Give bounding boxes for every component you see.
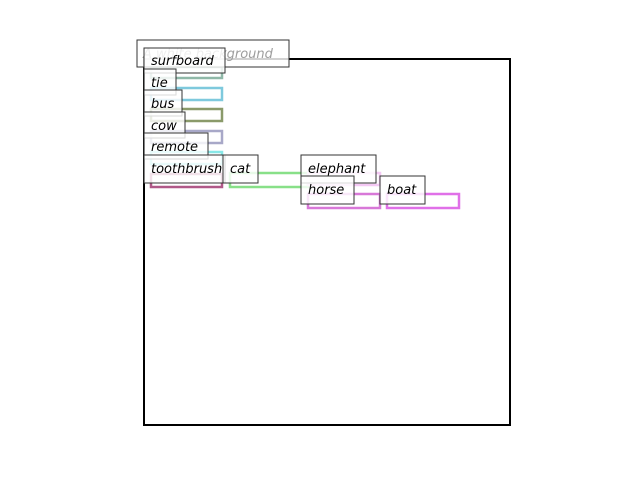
label-text: tie bbox=[151, 76, 168, 91]
canvas-frame bbox=[143, 58, 511, 426]
label-boat: boat bbox=[379, 175, 426, 205]
label-text: bus bbox=[151, 97, 174, 112]
label-text: remote bbox=[151, 140, 198, 155]
label-box bbox=[300, 175, 355, 205]
label-box bbox=[222, 154, 259, 184]
label-text: horse bbox=[308, 183, 344, 198]
label-text: cow bbox=[151, 119, 177, 134]
label-text: elephant bbox=[308, 162, 366, 177]
label-cat: cat bbox=[222, 154, 259, 184]
label-box bbox=[379, 175, 426, 205]
label-text: cat bbox=[230, 162, 251, 177]
label-horse: horse bbox=[300, 175, 355, 205]
label-toothbrush: toothbrush bbox=[143, 154, 226, 184]
label-text: toothbrush bbox=[151, 162, 222, 177]
label-text: surfboard bbox=[151, 54, 214, 69]
label-text: boat bbox=[387, 183, 417, 198]
label-box bbox=[143, 154, 226, 184]
